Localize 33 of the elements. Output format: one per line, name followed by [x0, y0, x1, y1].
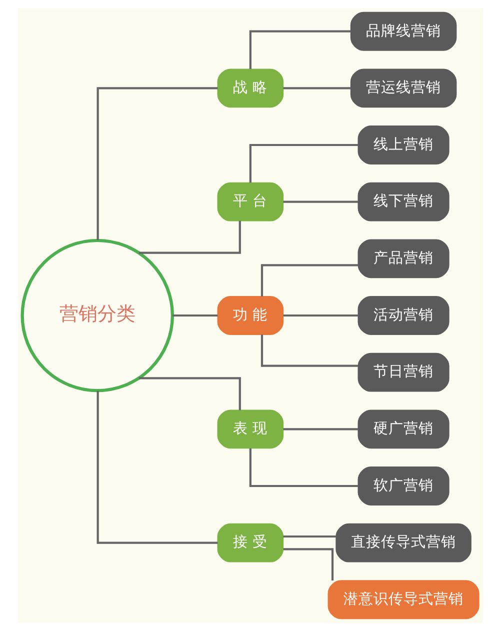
node-box: 功 能 — [216, 296, 284, 335]
connector — [282, 200, 358, 203]
connector — [248, 448, 358, 488]
node-box: 节日营销 — [357, 352, 449, 392]
node-box: 营运线营销 — [350, 68, 456, 108]
connector — [138, 377, 240, 410]
connector — [282, 87, 350, 90]
connector — [172, 314, 218, 317]
connector — [282, 535, 336, 538]
node-box: 平 台 — [216, 182, 284, 222]
connector — [96, 87, 218, 240]
connector — [282, 548, 334, 581]
node-box: 线上营销 — [357, 126, 449, 164]
node-box: 硬广营销 — [357, 410, 449, 449]
node-box: 品牌线营销 — [350, 12, 456, 51]
connector — [260, 334, 358, 367]
node-box: 直接传导式营销 — [335, 523, 471, 562]
node-circle: 营销分类 — [20, 238, 174, 392]
connector — [282, 314, 358, 317]
node-box: 活动营销 — [357, 296, 449, 335]
node-box: 产品营销 — [357, 239, 449, 278]
node-box: 表 现 — [216, 410, 284, 449]
connector — [138, 220, 240, 254]
connector — [248, 144, 358, 183]
connector — [96, 390, 218, 544]
connector — [260, 264, 358, 296]
node-box: 线下营销 — [357, 182, 449, 222]
node-box: 战 略 — [216, 68, 284, 108]
node-box: 接 受 — [216, 523, 284, 562]
connector — [248, 30, 350, 69]
node-box: 潜意识传导式营销 — [327, 580, 479, 620]
connector — [282, 428, 358, 430]
node-box: 软广营销 — [357, 466, 449, 506]
